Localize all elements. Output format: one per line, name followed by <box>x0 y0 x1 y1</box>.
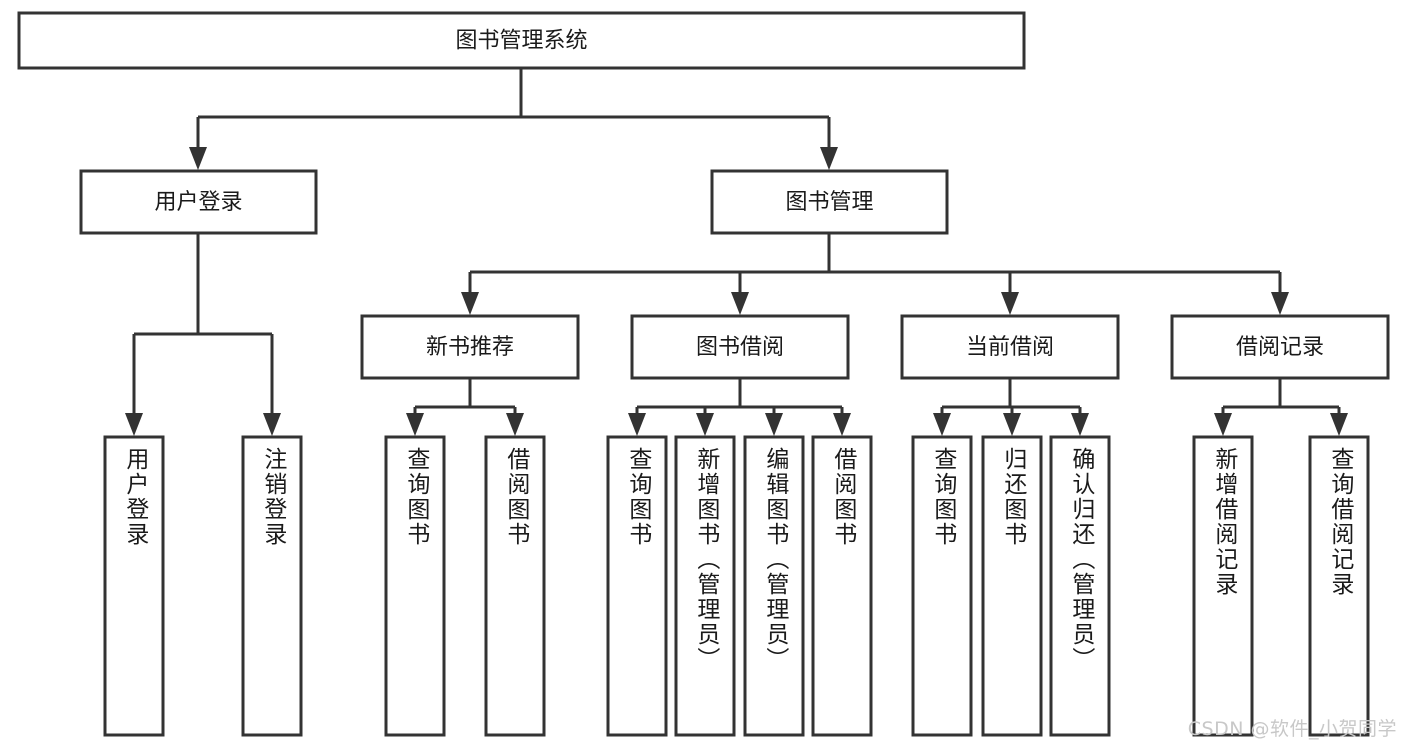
arrow-head-icon <box>628 413 646 436</box>
arrow-head-icon <box>1330 413 1348 436</box>
conn-root-to-level1 <box>189 68 838 170</box>
level2-node-borrow-record[interactable]: 借阅记录 <box>1170 314 1390 380</box>
level2-node-book-borrow[interactable]: 图书借阅 <box>630 314 850 380</box>
node-rect[interactable] <box>900 314 1120 380</box>
level2-node-new-book-recommend[interactable]: 新书推荐 <box>360 314 580 380</box>
arrow-head-icon <box>765 413 783 436</box>
arrow-head-icon <box>833 413 851 436</box>
level1-node-book-management[interactable]: 图书管理 <box>710 169 949 235</box>
arrow-head-icon <box>506 413 524 436</box>
arrow-head-icon <box>933 413 951 436</box>
node-label: 借阅记录 <box>1236 335 1324 360</box>
arrow-head-icon <box>731 292 749 315</box>
node-label: 图书借阅 <box>696 335 784 360</box>
leaf-node-leaf-query-book-recommend[interactable] <box>384 435 446 737</box>
node-rect[interactable] <box>811 435 873 737</box>
arrow-head-icon <box>1271 292 1289 315</box>
leaf-node-leaf-confirm-return-admin[interactable] <box>1049 435 1111 737</box>
arrow-head-icon <box>1071 413 1089 436</box>
conn-userlogin-to-leaves <box>125 233 281 436</box>
node-rect[interactable] <box>606 435 668 737</box>
leaf-node-leaf-return-book[interactable] <box>981 435 1043 737</box>
leaf-node-leaf-query-book-borrow[interactable] <box>606 435 668 737</box>
arrow-head-icon <box>189 147 207 170</box>
node-label: 当前借阅 <box>966 335 1054 360</box>
node-rect[interactable] <box>384 435 446 737</box>
node-label: 图书管理 <box>785 190 873 215</box>
arrow-head-icon <box>125 413 143 436</box>
conn-record-to-leaves <box>1214 378 1348 436</box>
conn-borrow-to-leaves <box>628 378 851 436</box>
arrow-head-icon <box>820 147 838 170</box>
leaf-node-leaf-user-login[interactable] <box>103 435 165 737</box>
arrow-head-icon <box>461 292 479 315</box>
leaf-node-leaf-borrow-book-recommend[interactable] <box>484 435 546 737</box>
leaf-node-leaf-query-book-current[interactable] <box>911 435 973 737</box>
node-rect[interactable] <box>103 435 165 737</box>
node-rect[interactable] <box>1170 314 1390 380</box>
node-rect[interactable] <box>484 435 546 737</box>
node-rect[interactable] <box>17 11 1026 70</box>
leaf-node-leaf-add-book-admin[interactable] <box>674 435 736 737</box>
leaf-node-leaf-user-logout[interactable] <box>241 435 303 737</box>
leaf-node-leaf-edit-book-admin[interactable] <box>743 435 805 737</box>
node-rect[interactable] <box>1192 435 1254 737</box>
node-rect[interactable] <box>911 435 973 737</box>
node-label: 图书管理系统 <box>455 29 587 54</box>
arrow-head-icon <box>1003 413 1021 436</box>
level1-node-user-login[interactable]: 用户登录 <box>79 169 318 235</box>
arrow-head-icon <box>406 413 424 436</box>
node-rect[interactable] <box>1308 435 1370 737</box>
node-rect[interactable] <box>674 435 736 737</box>
leaf-node-leaf-add-borrow-record[interactable] <box>1192 435 1254 737</box>
node-rect[interactable] <box>630 314 850 380</box>
conn-current-to-leaves <box>933 378 1089 436</box>
conn-bookmgmt-to-level2 <box>461 233 1289 315</box>
arrow-head-icon <box>1001 292 1019 315</box>
node-rect[interactable] <box>79 169 318 235</box>
node-label: 新书推荐 <box>426 335 514 360</box>
node-rect[interactable] <box>743 435 805 737</box>
node-rect[interactable] <box>1049 435 1111 737</box>
conn-recommend-to-leaves <box>406 378 524 436</box>
node-rect[interactable] <box>981 435 1043 737</box>
node-label: 用户登录 <box>154 190 242 215</box>
arrow-head-icon <box>263 413 281 436</box>
node-rect[interactable] <box>360 314 580 380</box>
arrow-head-icon <box>1214 413 1232 436</box>
watermark-text: CSDN @软件_小贺同学 <box>1187 718 1397 740</box>
leaf-node-leaf-query-borrow-record[interactable] <box>1308 435 1370 737</box>
node-rect[interactable] <box>241 435 303 737</box>
level2-node-current-borrow[interactable]: 当前借阅 <box>900 314 1120 380</box>
root-node-root[interactable]: 图书管理系统 <box>17 11 1026 70</box>
arrow-head-icon <box>696 413 714 436</box>
node-rect[interactable] <box>710 169 949 235</box>
leaf-node-leaf-borrow-book[interactable] <box>811 435 873 737</box>
